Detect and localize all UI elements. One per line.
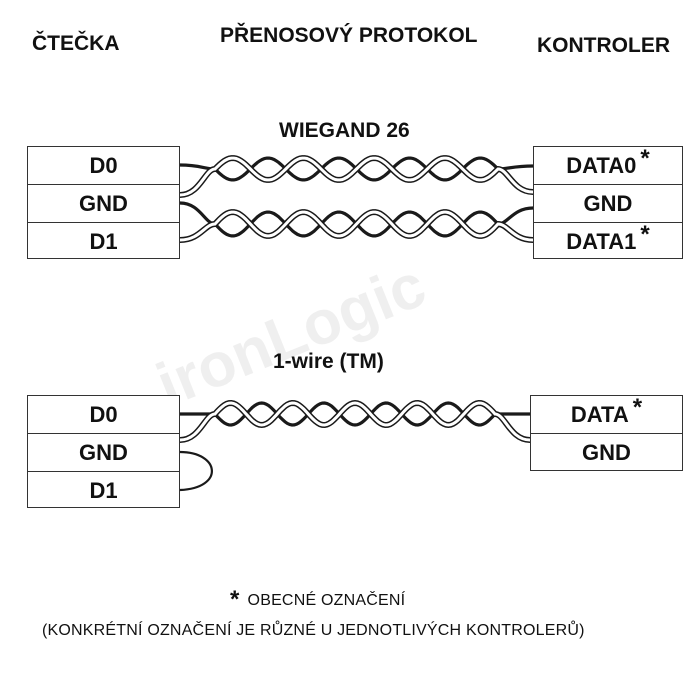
wiegand-controller-pin-data1: DATA1*	[566, 220, 650, 254]
wiegand-reader-terminal: D0 GND D1	[27, 146, 180, 259]
wiegand-pair-d1-strand-2-fill	[179, 210, 534, 242]
footnote-asterisk: *	[230, 586, 240, 613]
onewire-reader-terminal: D0 GND D1	[27, 395, 180, 508]
wiegand-title: WIEGAND 26	[279, 119, 410, 142]
wiegand-reader-pin-gnd: GND	[28, 185, 179, 223]
twisted-pairs	[179, 155, 534, 443]
wiegand-reader-pin-d0: D0	[28, 147, 179, 185]
wiegand-pair-d0-strand-2-fill	[179, 156, 534, 197]
footnote-line2: (KONKRÉTNÍ OZNAČENÍ JE RŮZNÉ U JEDNOTLIV…	[42, 622, 585, 639]
onewire-controller-pin-data: DATA*	[531, 393, 682, 434]
wiegand-controller-terminal: DATA0* GND DATA1*	[533, 144, 683, 259]
footnote-line1: * OBECNÉ OZNAČENÍ	[230, 584, 406, 613]
onewire-controller-pin-gnd: GND	[582, 440, 631, 465]
onewire-reader-pin-d1: D1	[89, 477, 118, 503]
protocol-header: PŘENOSOVÝ PROTOKOL	[220, 24, 478, 47]
wiegand-pair-d1-strand-1-outline	[179, 201, 534, 238]
footnote-text: OBECNÉ OZNAČENÍ	[247, 592, 406, 609]
reader-header: ČTEČKA	[32, 32, 120, 55]
wiegand-reader-pin-d1: D1	[89, 228, 118, 254]
onewire-controller-terminal: DATA* GND	[530, 393, 683, 471]
wiegand-pair-d0-strand-2-outline	[179, 155, 534, 198]
wiegand-controller-pin-data0: DATA0*	[534, 144, 682, 185]
asterisk-mark: *	[640, 220, 650, 248]
onewire-pair-strand-2-fill	[179, 401, 531, 442]
d1-gnd-jumper-wire	[179, 450, 213, 492]
asterisk-mark: *	[640, 144, 650, 172]
wiegand-controller-pin-gnd: GND	[534, 185, 682, 223]
asterisk-mark: *	[632, 393, 643, 421]
onewire-reader-pin-d0: D0	[28, 396, 179, 434]
onewire-title: 1-wire (TM)	[273, 350, 384, 373]
onewire-pair-strand-2-outline	[179, 399, 531, 443]
onewire-reader-pin-gnd: GND	[28, 434, 179, 472]
controller-header: KONTROLER	[537, 34, 670, 57]
